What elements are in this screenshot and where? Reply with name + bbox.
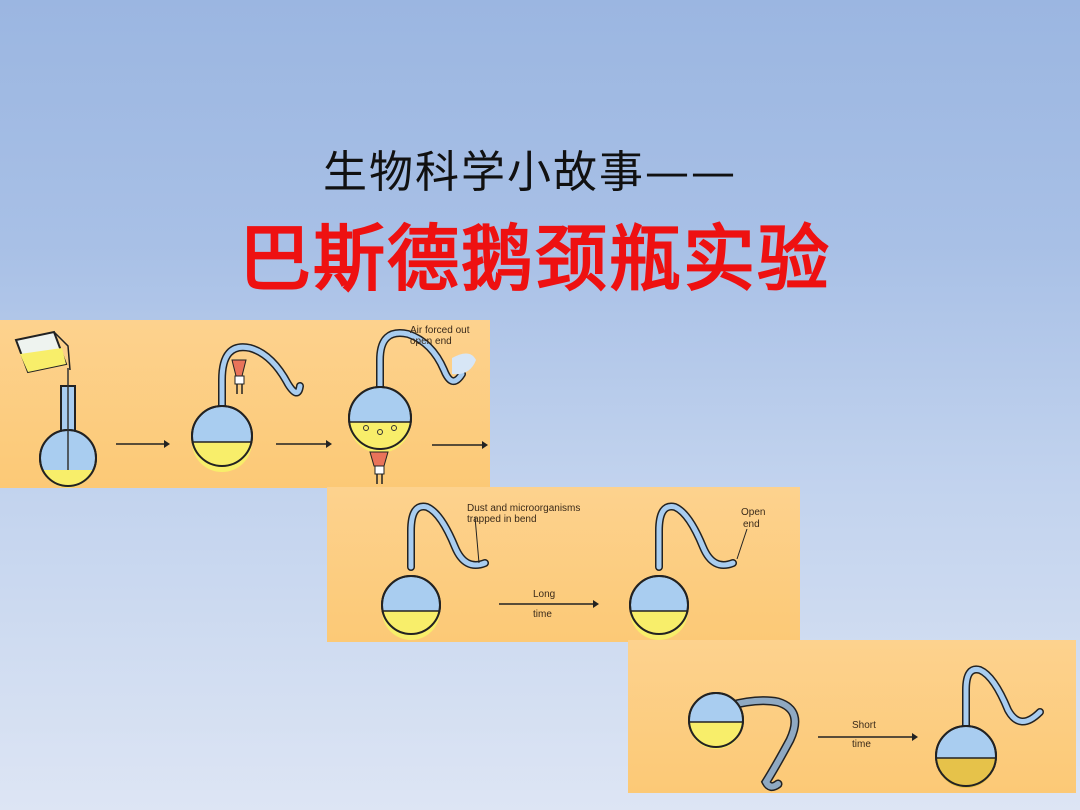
- label-open: Open: [741, 507, 765, 518]
- slide-subtitle: 生物科学小故事——: [323, 147, 737, 198]
- flask-preparation-illustration: Air forced out open end: [14, 325, 488, 488]
- panel-1-preparation: Air forced out open end: [0, 320, 490, 488]
- flask-icon: [39, 368, 97, 488]
- label-air-forced-out: Air forced out: [410, 325, 470, 336]
- flask-icon: [191, 343, 304, 472]
- short-time-illustration: Short time: [688, 665, 1044, 792]
- flask-icon: [348, 329, 476, 484]
- label-dust: Dust and microorganisms: [467, 503, 580, 514]
- label-time: time: [533, 609, 552, 620]
- slide-title: 巴斯德鹅颈瓶实验: [238, 216, 831, 301]
- label-long: Long: [533, 589, 555, 600]
- label-trapped: trapped in bend: [467, 514, 537, 525]
- label-time: time: [852, 739, 871, 750]
- long-time-illustration: Dust and microorganisms trapped in bend …: [381, 502, 765, 640]
- flask-icon: [629, 502, 737, 640]
- beaker-icon: [14, 330, 71, 374]
- flask-icon: [935, 665, 1044, 788]
- steam-cloud-icon: [452, 353, 476, 375]
- label-short: Short: [852, 720, 876, 731]
- burner-flame-icon: [231, 359, 247, 377]
- label-open-end: open end: [410, 336, 452, 347]
- panel-2-long-time: Dust and microorganisms trapped in bend …: [327, 487, 800, 642]
- burner-flame-icon: [369, 451, 389, 467]
- label-end: end: [743, 519, 760, 530]
- tilted-flask-icon: [688, 692, 800, 792]
- panel-3-short-time: Short time: [628, 640, 1076, 793]
- flask-icon: [381, 502, 489, 640]
